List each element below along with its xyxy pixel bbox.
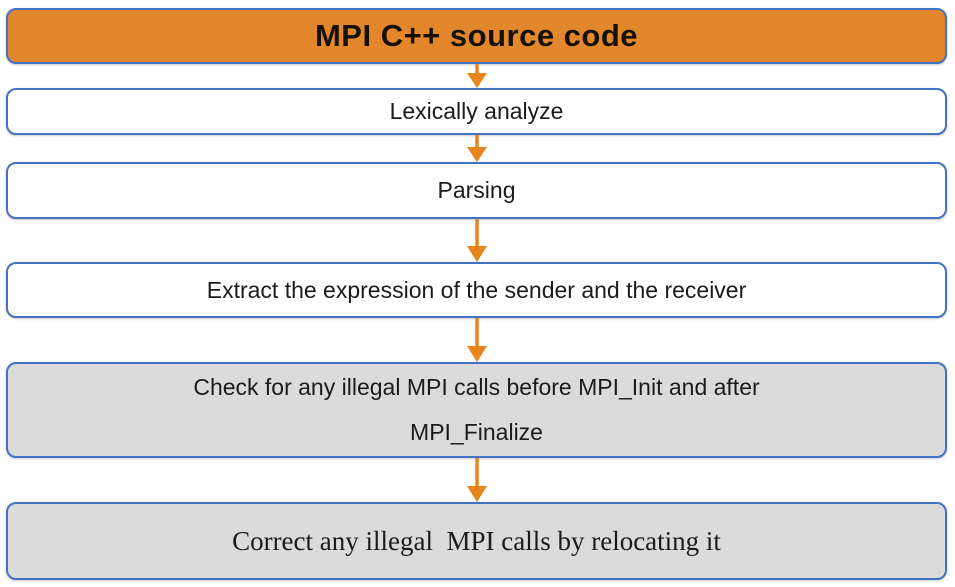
flow-node-lexically-analyze-label: Lexically analyze — [389, 98, 564, 124]
flow-node-correct-illegal-calls: Correct any illegal MPI calls by relocat… — [6, 502, 947, 580]
arrow-down-icon — [467, 318, 487, 362]
arrow-down-icon — [467, 135, 487, 162]
flow-node-extract-expression: Extract the expression of the sender and… — [6, 262, 947, 318]
flow-node-parsing: Parsing — [6, 162, 947, 219]
arrow-down-icon — [467, 219, 487, 262]
flow-node-check-illegal-calls: Check for any illegal MPI calls before M… — [6, 362, 947, 458]
flow-node-parsing-label: Parsing — [437, 177, 516, 203]
flow-node-check-illegal-calls-line2: MPI_Finalize — [410, 419, 543, 445]
flow-node-extract-expression-label: Extract the expression of the sender and… — [206, 276, 747, 303]
flow-node-check-illegal-calls-line1: Check for any illegal MPI calls before M… — [193, 374, 760, 400]
arrow-down-icon — [467, 458, 487, 502]
flow-node-lexically-analyze: Lexically analyze — [6, 88, 947, 135]
flow-node-correct-illegal-calls-label: Correct any illegal MPI calls by relocat… — [232, 525, 721, 556]
flow-node-source-code: MPI C++ source code — [6, 8, 947, 64]
arrow-down-icon — [467, 64, 487, 88]
flow-node-source-code-label: MPI C++ source code — [314, 18, 639, 53]
